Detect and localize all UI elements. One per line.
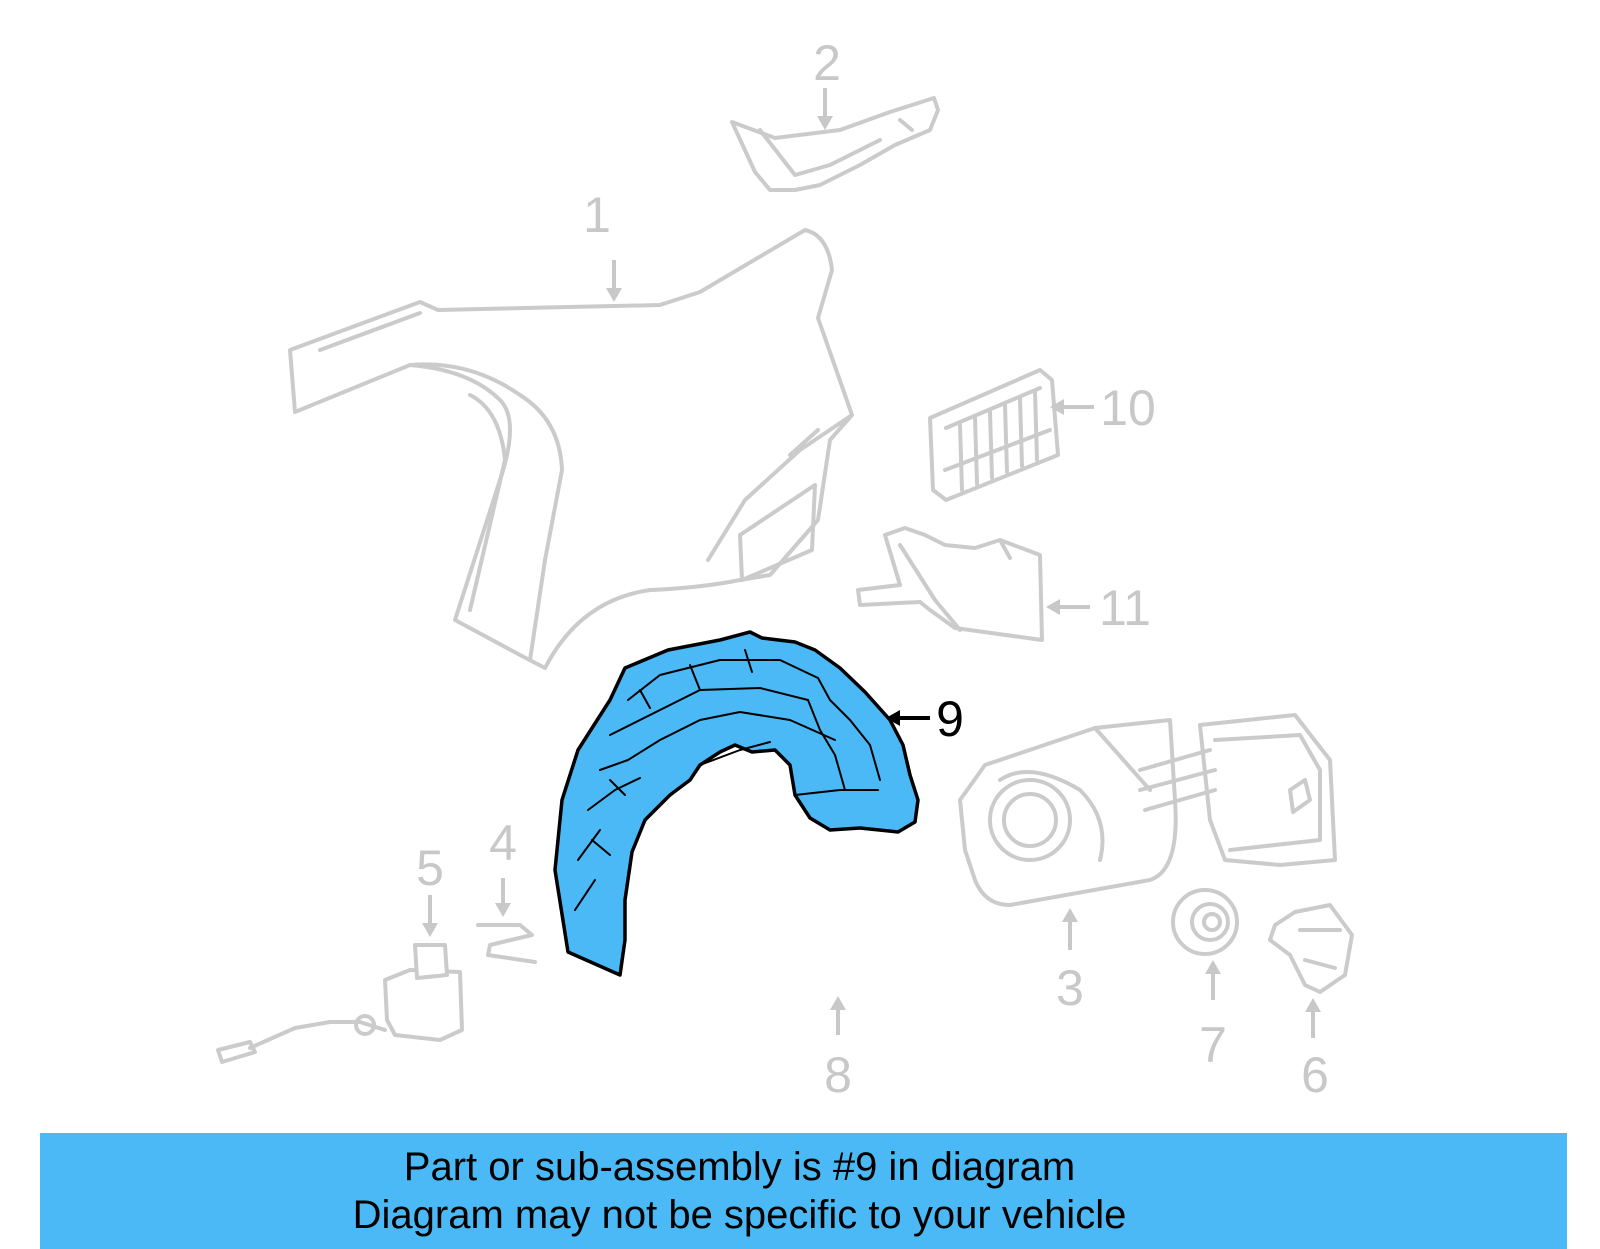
callout-9-label: 9 [936,691,964,747]
info-banner: Part or sub-assembly is #9 in diagram Di… [40,1133,1567,1249]
part-3-fuel-housing [958,713,1337,907]
callout-9[interactable]: 9 [886,691,964,747]
part-4-clip [476,923,537,964]
callout-6-arrowhead [1305,998,1321,1012]
part-1-quarter-panel [288,228,854,670]
callout-10-label: 10 [1100,380,1156,436]
callout-3[interactable]: 3 [1056,908,1084,1016]
callout-8-label: 8 [824,1047,852,1103]
callout-8-arrowhead [830,996,846,1010]
callout-7[interactable]: 7 [1199,960,1227,1073]
callout-7-label: 7 [1199,1017,1227,1073]
part-11-bracket [856,526,1044,642]
callout-8[interactable]: 8 [824,996,852,1103]
callout-3-label: 3 [1056,960,1084,1016]
part-6-actuator [1268,903,1354,994]
callout-9-arrowhead [886,710,900,726]
callout-7-arrowhead [1205,960,1221,974]
part-8-drain-tube [722,877,938,1113]
part-9-wheelhouse-liner [553,630,920,977]
callout-11-arrowhead [1046,599,1060,615]
callout-11[interactable]: 11 [1046,580,1151,636]
callout-1-label: 1 [583,187,611,243]
banner-line-disclaimer: Diagram may not be specific to your vehi… [352,1193,1127,1237]
callout-11-label: 11 [1099,580,1151,636]
callout-6-label: 6 [1301,1047,1329,1103]
callout-2[interactable]: 2 [813,35,841,130]
callout-3-arrowhead [1062,908,1078,922]
callout-4-label: 4 [489,815,517,871]
callout-1-arrowhead [606,288,622,302]
part-10-vent-grille [928,368,1060,502]
part-5-sensor [216,943,464,1064]
callout-5-arrowhead [422,923,438,937]
callout-5[interactable]: 5 [416,840,444,937]
callout-6[interactable]: 6 [1301,998,1329,1103]
callout-10[interactable]: 10 [1050,380,1156,436]
callout-4-arrowhead [495,903,511,917]
callout-1[interactable]: 1 [583,187,622,302]
callout-10-arrowhead [1050,399,1064,415]
callout-2-label: 2 [813,35,841,91]
callout-2-arrowhead [817,116,833,130]
callout-4[interactable]: 4 [489,815,517,917]
part-7-grommet [1171,888,1239,956]
callout-5-label: 5 [416,840,444,896]
part-2-bracket [730,96,940,192]
banner-line-part: Part or sub-assembly is #9 in diagram [403,1145,1076,1189]
